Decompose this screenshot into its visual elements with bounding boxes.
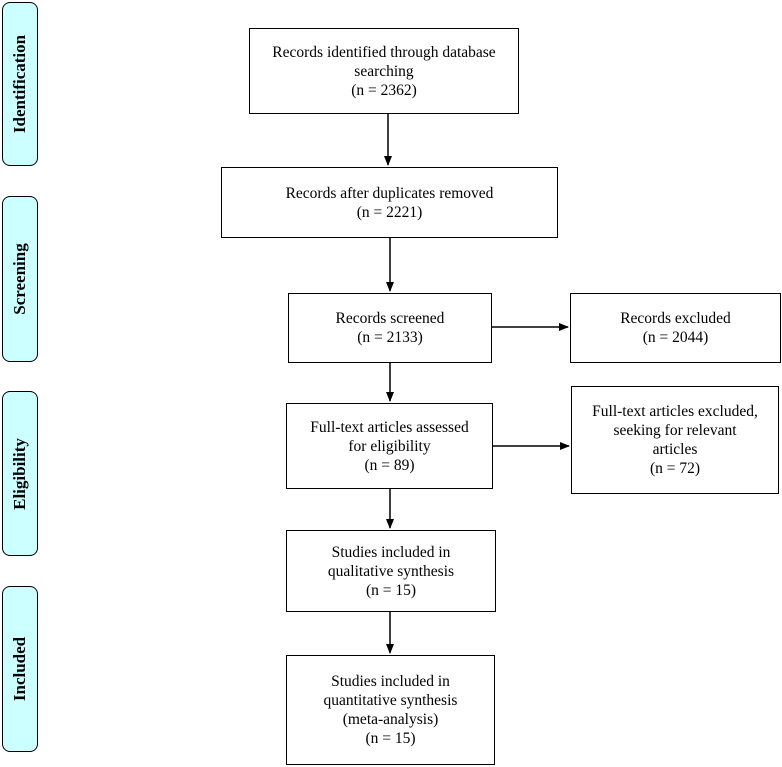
stage-included: Included	[2, 586, 38, 752]
box-records-deduplicated: Records after duplicates removed (n = 22…	[221, 167, 558, 238]
box-fulltext-excluded-line: (n = 72)	[649, 460, 701, 477]
box-fulltext-excluded: Full-text articles excluded, seeking for…	[571, 386, 779, 494]
box-quantitative-synthesis-line: (meta-analysis)	[342, 711, 439, 728]
box-records-screened: Records screened (n = 2133)	[288, 293, 492, 363]
box-records-excluded: Records excluded (n = 2044)	[570, 293, 781, 363]
box-records-identified-line: (n = 2362)	[351, 81, 417, 99]
box-fulltext-excluded-line: seeking for relevant	[613, 422, 737, 439]
box-qualitative-synthesis: Studies included in qualitative synthesi…	[286, 530, 496, 612]
box-qualitative-synthesis-line: qualitative synthesis	[327, 562, 455, 580]
box-quantitative-synthesis: Studies included in quantitative synthes…	[286, 655, 495, 765]
box-fulltext-assessed-line: for eligibility	[348, 437, 431, 455]
box-fulltext-excluded-line: articles	[652, 441, 698, 458]
box-records-excluded-line: Records excluded	[620, 310, 731, 327]
stage-screening: Screening	[2, 196, 38, 362]
stage-identification: Identification	[2, 2, 38, 166]
box-records-identified-line: Records identified through database	[272, 43, 496, 61]
box-fulltext-assessed-line: (n = 89)	[364, 456, 415, 474]
box-qualitative-synthesis-line: Studies included in	[331, 543, 451, 561]
box-fulltext-excluded-line: Full-text articles excluded,	[592, 403, 758, 420]
box-records-identified-line: searching	[354, 62, 414, 80]
stage-eligibility: Eligibility	[2, 391, 38, 556]
box-quantitative-synthesis-line: quantitative synthesis	[323, 692, 458, 709]
box-records-excluded-line: (n = 2044)	[642, 329, 709, 346]
box-fulltext-assessed-line: Full-text articles assessed	[310, 418, 469, 436]
box-quantitative-synthesis-line: (n = 15)	[365, 730, 416, 747]
box-records-deduplicated-line: (n = 2221)	[356, 203, 423, 221]
box-records-identified: Records identified through database sear…	[249, 28, 519, 114]
box-records-deduplicated-line: Records after duplicates removed	[285, 184, 494, 202]
box-qualitative-synthesis-line: (n = 15)	[365, 581, 417, 599]
box-records-screened-line: Records screened	[335, 310, 445, 327]
box-fulltext-assessed: Full-text articles assessed for eligibil…	[286, 403, 493, 489]
box-quantitative-synthesis-line: Studies included in	[331, 673, 450, 690]
box-records-screened-line: (n = 2133)	[357, 329, 423, 346]
